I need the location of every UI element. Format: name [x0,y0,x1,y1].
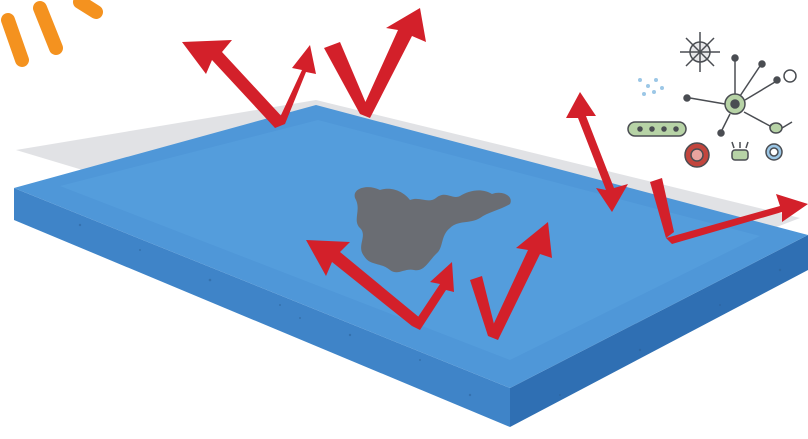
ring-cell [765,143,783,161]
glow-stroke [33,1,63,55]
pad-front-side [14,188,510,427]
moisture-stain-icon [354,187,511,273]
tentacle-microbe [683,54,781,137]
pad-right-side [510,235,808,427]
airflow-arrow-icon [488,222,552,340]
spore-dots [638,78,664,96]
airflow-arrow-icon [470,276,496,336]
airflow-arrow-icon [306,240,420,326]
pad-texture [78,223,782,397]
glow-stroke [1,13,29,67]
airflow-arrow-icon [324,42,368,114]
airflow-arrow-icon [275,45,316,128]
heat-glow-icon [1,0,103,67]
round-spiky-cell [684,142,710,168]
rod-bacterium [627,121,687,137]
airflow-arrow-icon [182,40,285,128]
spiky-microbe [680,32,720,72]
microorganism-cluster-icon [627,32,797,168]
airflow-arrow-icon [412,262,454,330]
airflow-arrow-icon [566,92,628,212]
airflow-arrow-icon [360,8,426,118]
airflow-arrow-icon [666,194,808,244]
airflow-arrow-icon [650,178,674,238]
glow-stroke [73,0,103,19]
small-bug [731,141,749,161]
airflow-arrows [182,8,808,340]
ring-cell [783,69,797,83]
flagellate-cell [769,121,793,134]
